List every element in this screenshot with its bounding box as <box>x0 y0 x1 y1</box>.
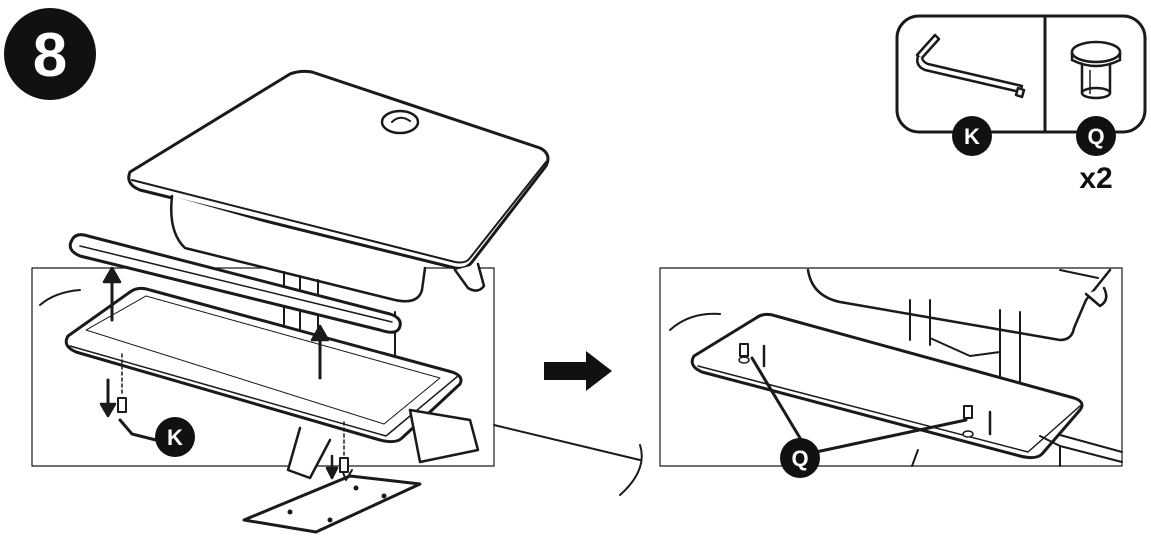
callout-q-label: Q <box>791 446 808 471</box>
right-result-illustration <box>659 267 1123 467</box>
part-q-label: Q <box>1087 124 1104 149</box>
step-number-badge: 8 <box>4 8 96 100</box>
callout-k-label: K <box>167 425 183 450</box>
cap-plug-icon <box>1070 40 1122 100</box>
part-k-label: K <box>964 124 980 149</box>
step-arrow <box>544 351 612 391</box>
part-label-k: K <box>952 116 992 156</box>
left-assembly-illustration <box>31 69 643 534</box>
part-q-quantity: x2 <box>1079 162 1112 195</box>
callout-k: K <box>155 417 195 457</box>
step-number: 8 <box>33 21 67 90</box>
part-label-q: Q <box>1076 116 1116 156</box>
callout-q: Q <box>780 438 820 478</box>
allen-key-icon <box>915 33 1026 99</box>
